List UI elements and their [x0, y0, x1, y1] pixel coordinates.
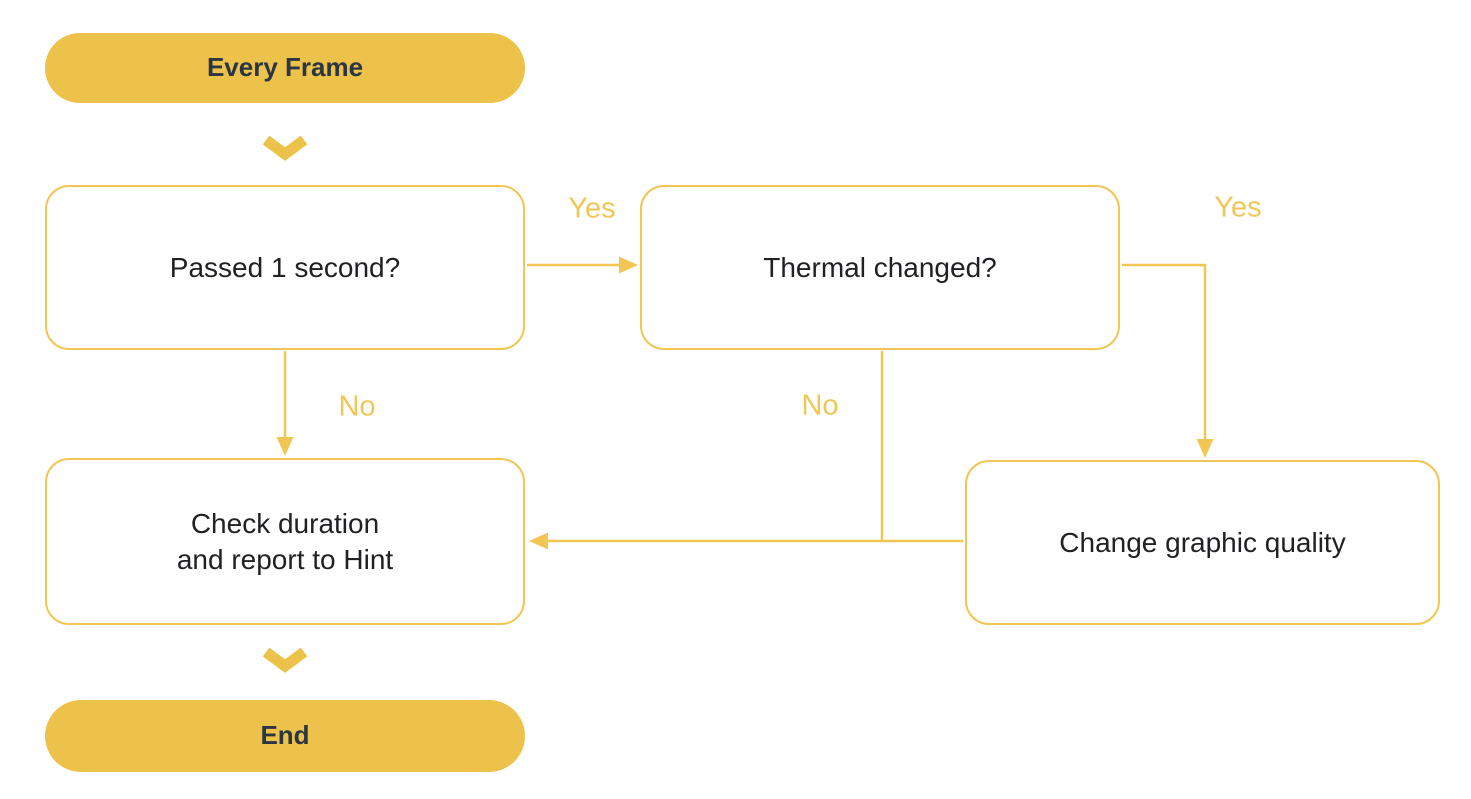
edge-passed-no [276, 351, 294, 456]
node-passed-1-second-label: Passed 1 second? [169, 251, 401, 283]
arrow-down-icon [276, 437, 294, 456]
edge-start-to-passed [262, 135, 308, 161]
node-passed-1-second: Passed 1 second? [45, 185, 525, 350]
edge-change-to-check [529, 532, 963, 550]
edge-label-passed-no: No [338, 390, 376, 423]
node-check-duration-label: Check duration and report to Hint [176, 507, 394, 575]
node-thermal-changed: Thermal changed? [640, 185, 1120, 350]
node-every-frame: Every Frame [45, 33, 525, 103]
chevron-down-icon [262, 135, 308, 161]
chevron-down-icon [262, 647, 308, 673]
edge-thermal-yes [1122, 263, 1214, 458]
arrow-right-icon [619, 256, 638, 274]
node-end: End [45, 700, 525, 772]
edge-thermal-yes-line [1122, 263, 1207, 441]
node-every-frame-label: Every Frame [206, 52, 364, 83]
node-check-duration: Check duration and report to Hint [45, 458, 525, 625]
edge-check-to-end [262, 647, 308, 673]
node-change-graphic-quality: Change graphic quality [965, 460, 1440, 625]
node-end-label: End [260, 720, 310, 751]
edge-passed-yes [527, 256, 638, 274]
edge-label-thermal-yes: Yes [1214, 191, 1262, 224]
node-change-graphic-quality-label: Change graphic quality [1059, 526, 1346, 558]
edge-label-passed-yes: Yes [568, 192, 616, 225]
arrow-down-icon [1196, 439, 1214, 458]
node-thermal-changed-label: Thermal changed? [763, 251, 997, 283]
edge-label-thermal-no: No [801, 389, 839, 422]
arrow-left-icon [529, 532, 548, 550]
